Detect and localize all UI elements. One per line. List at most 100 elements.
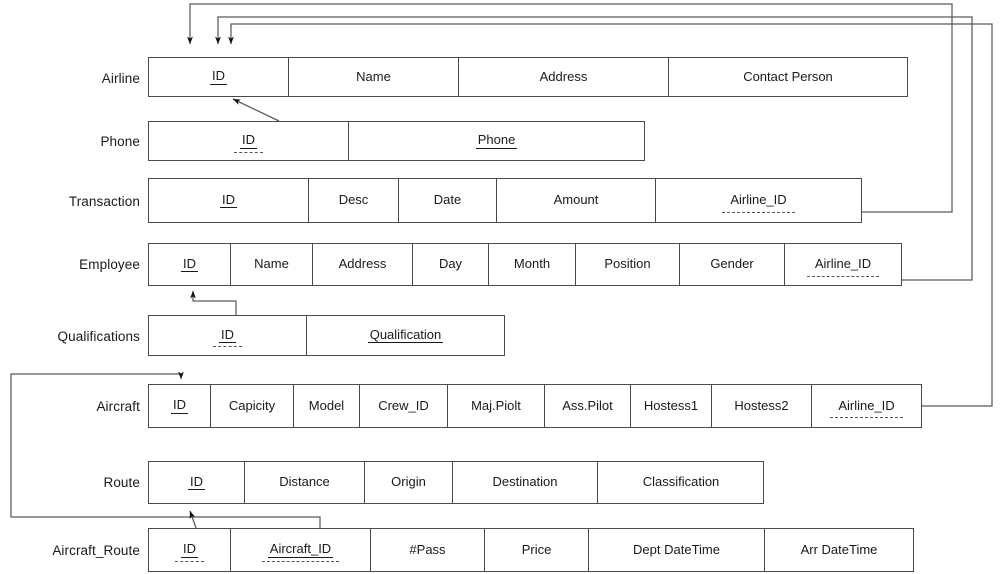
attribute-phone-1: Phone bbox=[349, 122, 644, 160]
relation-qualifications: ID Qualification bbox=[148, 315, 505, 356]
attribute-name: Gender bbox=[710, 256, 754, 272]
attribute-airline-0: ID bbox=[149, 58, 289, 96]
attribute-aircraft-0: ID bbox=[149, 385, 211, 427]
attribute-name: ID bbox=[188, 473, 205, 491]
attribute-phone-0: ID bbox=[149, 122, 349, 160]
attribute-name: Model bbox=[308, 397, 345, 413]
wire-aircraftroute-route bbox=[189, 510, 197, 529]
attribute-aircraft_route-4: Dept DateTime bbox=[589, 529, 765, 571]
attribute-route-3: Destination bbox=[453, 462, 598, 503]
attribute-name: Name bbox=[356, 68, 391, 84]
attribute-name: Hostess1 bbox=[643, 397, 699, 413]
relation-airline: ID Name Address Contact Person bbox=[148, 57, 908, 97]
attribute-qualifications-0: ID bbox=[149, 316, 307, 355]
attribute-name: Day bbox=[438, 256, 463, 272]
relation-label-qualifications: Qualifications bbox=[57, 329, 140, 344]
relation-phone: ID Phone bbox=[148, 121, 645, 161]
attribute-aircraft_route-0: ID bbox=[149, 529, 231, 571]
attribute-name: ID bbox=[171, 397, 188, 414]
attribute-name: Month bbox=[513, 256, 551, 272]
relation-route: ID Distance Origin Destination Classificatio… bbox=[148, 461, 764, 504]
attribute-name: Date bbox=[433, 192, 462, 208]
attribute-name: Contact Person bbox=[743, 68, 833, 84]
attribute-aircraft_route-5: Arr DateTime bbox=[765, 529, 913, 571]
attribute-name: Airline_ID bbox=[722, 192, 796, 213]
attribute-employee-7: Airline_ID bbox=[785, 244, 901, 285]
attribute-name: Arr DateTime bbox=[800, 541, 878, 557]
relation-label-transaction: Transaction bbox=[68, 194, 140, 209]
relation-label-airline: Airline bbox=[101, 71, 140, 86]
relation-label-employee: Employee bbox=[79, 257, 140, 272]
attribute-aircraft_route-2: #Pass bbox=[371, 529, 485, 571]
attribute-name: Amount bbox=[553, 192, 599, 208]
attribute-route-1: Distance bbox=[245, 462, 365, 503]
attribute-name: Capicity bbox=[228, 397, 276, 413]
relation-label-aircraft: Aircraft bbox=[96, 399, 140, 414]
attribute-name: Origin bbox=[391, 474, 426, 490]
attribute-transaction-1: Desc bbox=[309, 179, 399, 222]
attribute-transaction-3: Amount bbox=[497, 179, 656, 222]
attribute-route-2: Origin bbox=[365, 462, 453, 503]
attribute-aircraft_route-3: Price bbox=[485, 529, 589, 571]
attribute-name: Maj.Piolt bbox=[471, 397, 521, 413]
attribute-name: ID bbox=[234, 132, 263, 153]
wire-qualifications-employee bbox=[190, 290, 237, 315]
attribute-name: Name bbox=[254, 256, 289, 272]
attribute-employee-3: Day bbox=[413, 244, 489, 285]
attribute-employee-0: ID bbox=[149, 244, 231, 285]
relation-label-aircraft_route: Aircraft_Route bbox=[52, 543, 140, 558]
attribute-name: ID bbox=[181, 255, 198, 273]
attribute-aircraft-1: Capicity bbox=[211, 385, 294, 427]
attribute-aircraft-6: Hostess1 bbox=[631, 385, 712, 427]
attribute-name: Aircraft_ID bbox=[261, 541, 340, 562]
attribute-name: Airline_ID bbox=[806, 256, 880, 277]
relation-employee: ID Name Address Day Month Position Gender Airli… bbox=[148, 243, 902, 286]
attribute-name: Phone bbox=[475, 132, 518, 149]
attribute-aircraft-7: Hostess2 bbox=[712, 385, 812, 427]
attribute-employee-5: Position bbox=[576, 244, 680, 285]
attribute-name: Address bbox=[539, 68, 588, 84]
attribute-employee-6: Gender bbox=[680, 244, 785, 285]
relation-transaction: ID Desc Date Amount Airline_ID bbox=[148, 178, 862, 223]
attribute-aircraft-5: Ass.Pilot bbox=[545, 385, 631, 427]
relation-aircraft_route: ID Aircraft_ID #Pass Price Dept DateTime Arr … bbox=[148, 528, 914, 572]
attribute-aircraft_route-1: Aircraft_ID bbox=[231, 529, 371, 571]
wire-phone-airline bbox=[232, 98, 280, 122]
attribute-aircraft-3: Crew_ID bbox=[360, 385, 448, 427]
attribute-airline-2: Address bbox=[459, 58, 669, 96]
attribute-name: Dept DateTime bbox=[633, 541, 720, 557]
attribute-qualifications-1: Qualification bbox=[307, 316, 504, 355]
attribute-aircraft-8: Airline_ID bbox=[812, 385, 921, 427]
relation-label-phone: Phone bbox=[100, 134, 140, 149]
attribute-transaction-2: Date bbox=[399, 179, 497, 222]
attribute-name: ID bbox=[220, 191, 237, 209]
attribute-transaction-0: ID bbox=[149, 179, 309, 222]
attribute-name: Distance bbox=[279, 474, 330, 490]
attribute-name: Desc bbox=[338, 192, 369, 208]
attribute-route-0: ID bbox=[149, 462, 245, 503]
attribute-route-4: Classification bbox=[598, 462, 764, 503]
attribute-employee-1: Name bbox=[231, 244, 313, 285]
attribute-aircraft-4: Maj.Piolt bbox=[448, 385, 545, 427]
attribute-name: Price bbox=[521, 541, 552, 557]
attribute-name: Qualification bbox=[367, 326, 444, 344]
attribute-name: ID bbox=[210, 68, 227, 85]
relation-label-route: Route bbox=[103, 475, 140, 490]
attribute-name: Ass.Pilot bbox=[562, 397, 613, 413]
attribute-aircraft-2: Model bbox=[294, 385, 360, 427]
attribute-name: ID bbox=[175, 541, 204, 562]
attribute-name: #Pass bbox=[409, 541, 446, 557]
attribute-name: ID bbox=[213, 326, 242, 348]
attribute-employee-2: Address bbox=[313, 244, 413, 285]
attribute-name: Airline_ID bbox=[830, 397, 904, 419]
attribute-name: Classification bbox=[642, 474, 720, 490]
attribute-airline-3: Contact Person bbox=[669, 58, 907, 96]
attribute-name: Crew_ID bbox=[378, 397, 429, 413]
attribute-name: Address bbox=[338, 256, 387, 272]
relation-aircraft: ID Capicity Model Crew_ID Maj.Piolt Ass.Pilot… bbox=[148, 384, 922, 428]
attribute-name: Hostess2 bbox=[734, 397, 789, 413]
attribute-employee-4: Month bbox=[489, 244, 576, 285]
attribute-name: Destination bbox=[492, 474, 558, 490]
attribute-name: Position bbox=[604, 256, 651, 272]
